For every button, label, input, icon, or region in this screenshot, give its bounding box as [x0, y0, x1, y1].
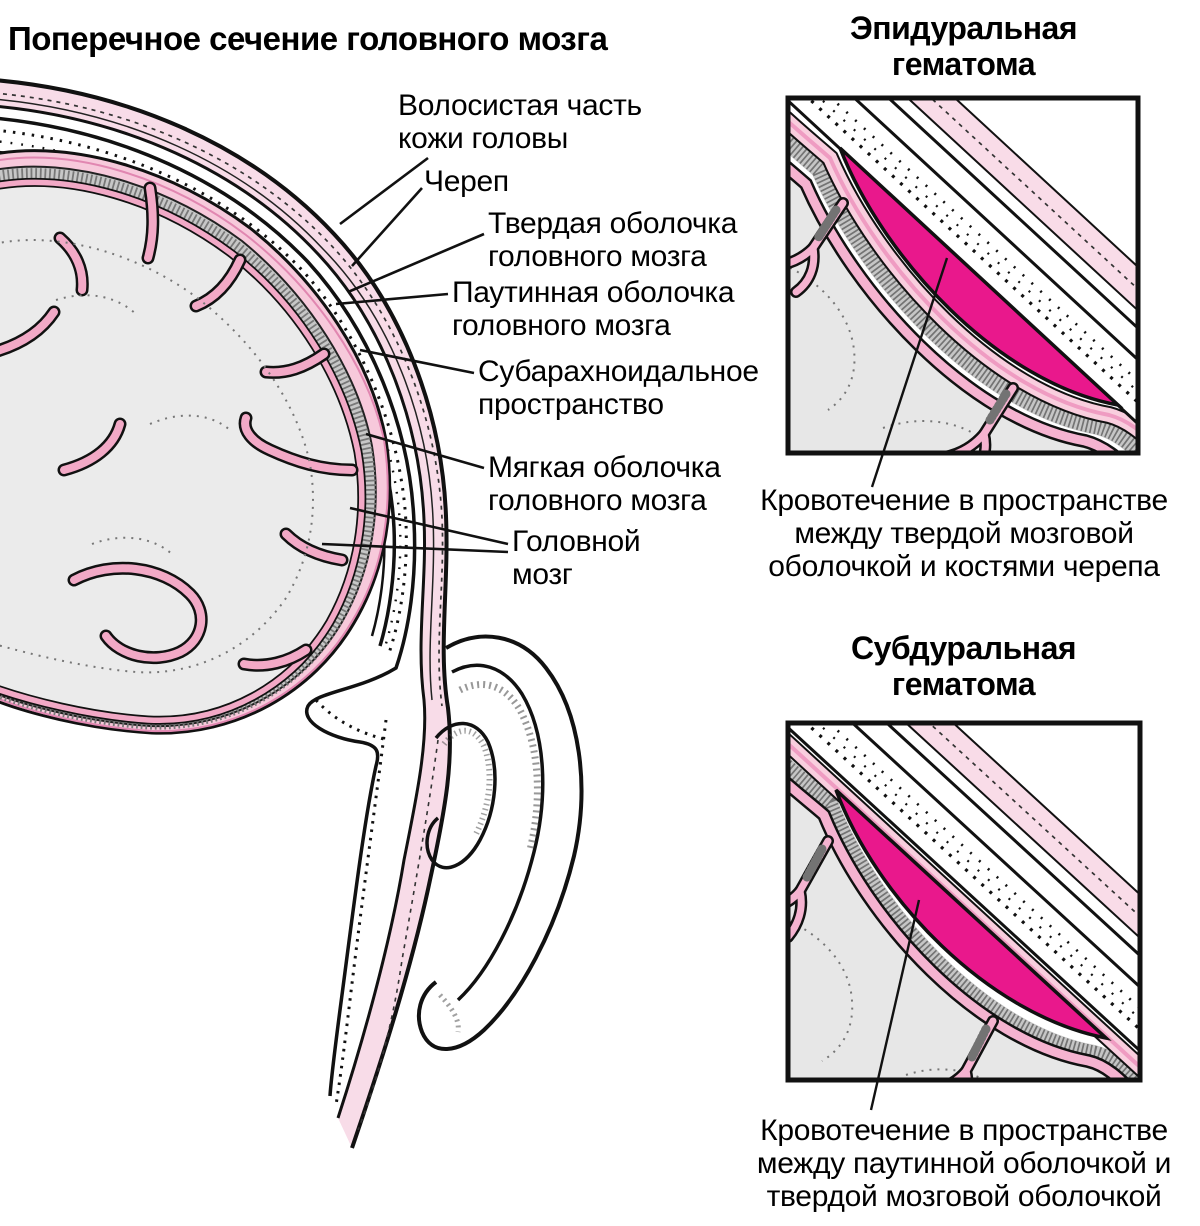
ear-stipple-1	[458, 681, 541, 851]
ear-antihelix	[425, 721, 497, 870]
epidural-skull	[790, 100, 1136, 420]
skull-speckles-lower	[334, 719, 388, 1106]
pia-outline	[0, 179, 365, 724]
epidural-scalp	[911, 100, 1136, 308]
epidural-subarachnoid-hatch	[790, 134, 1136, 451]
leader-skull	[351, 187, 423, 267]
label-scalp: Волосистая часть кожи головы	[398, 89, 642, 155]
leader-brain-1	[349, 506, 509, 546]
ear-stipple-2	[441, 727, 493, 836]
label-arachnoid-mater: Паутинная оболочка головного мозга	[452, 276, 735, 342]
leader-pia	[365, 432, 485, 470]
epidural-brain-dots	[790, 266, 979, 437]
leader-scalp	[339, 156, 429, 226]
brain-dotted-contours	[0, 239, 314, 674]
leader-subarachnoid	[359, 348, 475, 375]
label-dura-mater: Твердая оболочка головного мозга	[488, 207, 738, 273]
epidural-gap-line	[888, 100, 1136, 329]
leader-dura	[347, 232, 485, 294]
leader-subdural-hematoma	[869, 899, 921, 1111]
leader-lines	[321, 156, 949, 1111]
brain-sulci	[0, 181, 359, 672]
epidural-pia	[790, 164, 1115, 451]
subdural-brain-dots	[790, 920, 983, 1078]
epidural-panel-illustration	[785, 95, 1141, 456]
label-skull: Череп	[424, 165, 509, 198]
subdural-panel-illustration	[785, 720, 1143, 1083]
subdural-skull	[790, 725, 1138, 1047]
subdural-panel-border	[785, 720, 1143, 1083]
epidural-brain	[790, 170, 1107, 451]
leader-brain-2	[321, 542, 509, 554]
subdural-skull-speckles-1	[806, 725, 1138, 1030]
epidural-panel-title: Эпидуральная гематома	[850, 10, 1077, 82]
scalp-texture-line	[0, 98, 435, 701]
figure-title: Поперечное сечение головного мозга	[8, 20, 608, 57]
ear	[416, 634, 584, 1051]
head-cross-section-illustration	[0, 78, 584, 1149]
dura-inner-line	[0, 156, 389, 733]
subdural-brain	[790, 786, 1119, 1078]
scalp-texture-lower	[357, 739, 439, 1131]
subdural-panel-caption: Кровотечение в пространстве между паутин…	[756, 1114, 1172, 1213]
epidural-skull-speckles-1	[808, 100, 1136, 403]
scalp-inner-outline	[0, 105, 427, 1119]
scalp-outer-outline	[0, 78, 452, 1149]
ear-stipple-3	[438, 993, 461, 1033]
epidural-panel-caption: Кровотечение в пространстве между твердо…	[760, 484, 1168, 583]
subdural-pia	[790, 780, 1126, 1078]
subdural-scalp	[909, 725, 1138, 935]
leader-epidural-hematoma	[870, 257, 949, 488]
ear-outer-helix	[416, 634, 584, 1051]
ear-inner-helix	[451, 663, 545, 1002]
leader-arachnoid	[335, 292, 449, 306]
label-subarachnoid-space: Субарахноидальное пространство	[478, 355, 759, 421]
epidural-hematoma-lens	[838, 146, 1124, 408]
label-brain: Головной мозг	[512, 525, 641, 591]
subdural-gap-line	[886, 725, 1138, 956]
subdural-panel-title: Субдуральная гематома	[850, 630, 1077, 702]
epidural-panel-border	[785, 95, 1141, 456]
label-pia-mater: Мягкая оболочка головного мозга	[488, 451, 721, 517]
subdural-subarachnoid-hatch	[790, 759, 1138, 1078]
skull-outer-outline	[0, 116, 417, 1097]
subdural-hematoma-lens	[834, 788, 1112, 1041]
skull-speckles-wedge	[314, 698, 389, 742]
